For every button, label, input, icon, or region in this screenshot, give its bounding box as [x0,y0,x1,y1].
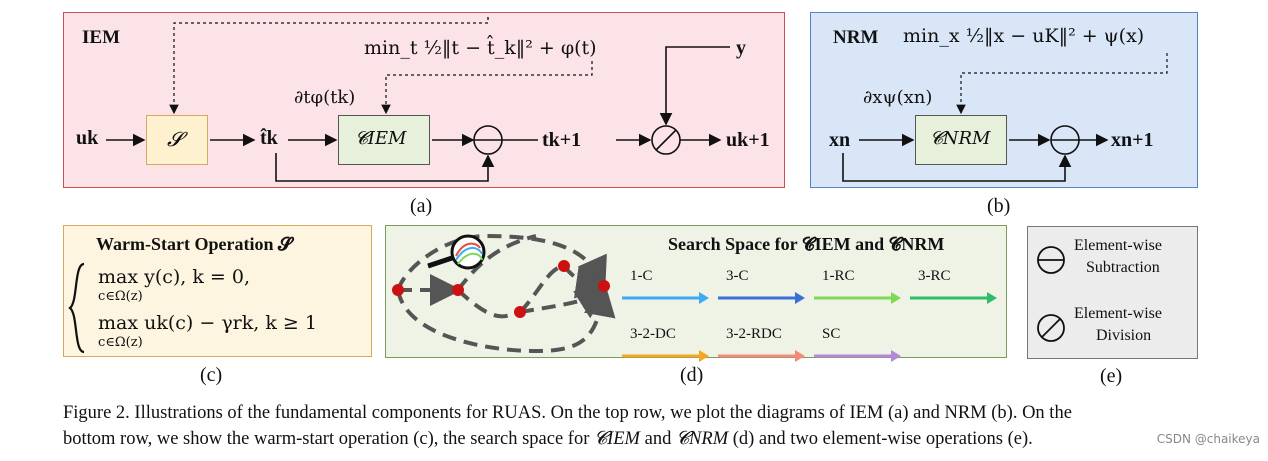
sublabel-d: (d) [680,364,704,386]
caption-and: and [639,429,676,449]
op-label-3-c: 3-C [726,268,749,284]
nrm-output-label: xn+1 [1111,129,1154,151]
iem-title: IEM [82,27,120,48]
iem-input-uk: uk [76,127,99,149]
caption-line-1: Figure 2. Illustrations of the fundament… [63,403,1072,423]
t-hat-label: t̂k [260,127,278,149]
op-label-3-2-rdc: 3-2-RDC [726,326,782,342]
search-graph [392,233,616,354]
iem-gradient-label: ∂tφ(tk) [294,87,356,108]
warm-start-title: Warm-Start Operation 𝓢 [96,234,292,254]
ops-grid: 1-C 3-C 1-RC 3-RC 3-2-DC 3-2-RDC SC [622,268,1002,362]
nrm-gradient-label: ∂xψ(xn) [863,87,933,108]
caption-line-2-b: (d) and two element-wise operations (e). [728,429,1033,449]
op-arrow-1-rc [814,292,901,304]
c-nrm-block: 𝓒NRM [915,115,1007,165]
search-space-panel: Search Space for 𝓒IEM and 𝓒NRM [385,225,1007,386]
y-input-label: y [736,37,746,59]
nrm-panel: NRM min_x ½‖x − uK‖² + ψ(x) ∂xψ(xn) xn 𝓒… [810,12,1198,217]
iem-panel: IEM min_t ½‖t − t̂_k‖² + φ(t) ∂tφ(tk) uk… [63,12,785,217]
c-iem-block: 𝓒IEM [338,115,430,165]
sublabel-a: (a) [410,195,433,217]
case-1-sub: c∈Ω(z) [98,289,143,304]
figure-caption: Figure 2. Illustrations of the fundament… [63,400,1203,452]
op-arrow-3-rc [910,292,997,304]
caption-line-2-a: bottom row, we show the warm-start opera… [63,429,594,449]
warm-start-symbol: 𝓢 [167,127,183,151]
magnifier-icon [427,234,486,270]
warm-start-block: 𝓢 [146,115,208,165]
search-space-title: Search Space for 𝓒IEM and 𝓒NRM [668,234,945,254]
iem-output-label: uk+1 [726,129,770,151]
nrm-objective: min_x ½‖x − uK‖² + ψ(x) [903,25,1145,47]
warm-start-panel: Warm-Start Operation 𝓢 max y(c), k = 0, … [63,225,372,386]
op-label-sc: SC [822,326,841,342]
nrm-input-xn: xn [829,129,851,151]
caption-c-iem: 𝓒IEM [594,429,640,449]
c-iem-label: 𝓒IEM [355,128,407,149]
case-2: max uk(c) − γrk, k ≥ 1 [98,312,317,334]
iem-connections [106,17,730,182]
caption-c-nrm: 𝓒NRM [675,429,729,449]
case-2-sub: c∈Ω(z) [98,335,143,350]
elementwise-ops-panel: Element-wise Subtraction Element-wise Di… [1027,226,1198,387]
op-label-3-2-dc: 3-2-DC [630,326,676,342]
subtraction-icon [1037,246,1065,274]
op-arrow-3-c [718,292,805,304]
division-label-2: Division [1096,327,1152,344]
op-arrow-sc [814,350,901,362]
op-arrow-3-2-dc [622,350,709,362]
op-arrow-3-2-rdc [718,350,805,362]
op-arrow-1-c [622,292,709,304]
left-brace [68,262,85,354]
nrm-title: NRM [833,27,879,48]
subtraction-label-1: Element-wise [1074,237,1162,254]
subtraction-label-2: Subtraction [1086,259,1160,276]
iem-objective: min_t ½‖t − t̂_k‖² + φ(t) [364,37,597,59]
case-1: max y(c), k = 0, [98,266,251,288]
watermark: CSDN @chaikeya [1156,432,1260,446]
nrm-connections [842,53,1168,182]
c-nrm-label: 𝓒NRM [930,128,991,149]
sublabel-e: (e) [1100,365,1123,387]
op-label-1-c: 1-C [630,268,653,284]
sublabel-b: (b) [987,195,1011,217]
op-label-3-rc: 3-RC [918,268,951,284]
t-next-label: tk+1 [542,129,582,151]
sublabel-c: (c) [200,364,223,386]
op-label-1-rc: 1-RC [822,268,855,284]
caption-line-2: bottom row, we show the warm-start opera… [63,426,1203,452]
division-icon [1037,314,1065,342]
division-label-1: Element-wise [1074,305,1162,322]
